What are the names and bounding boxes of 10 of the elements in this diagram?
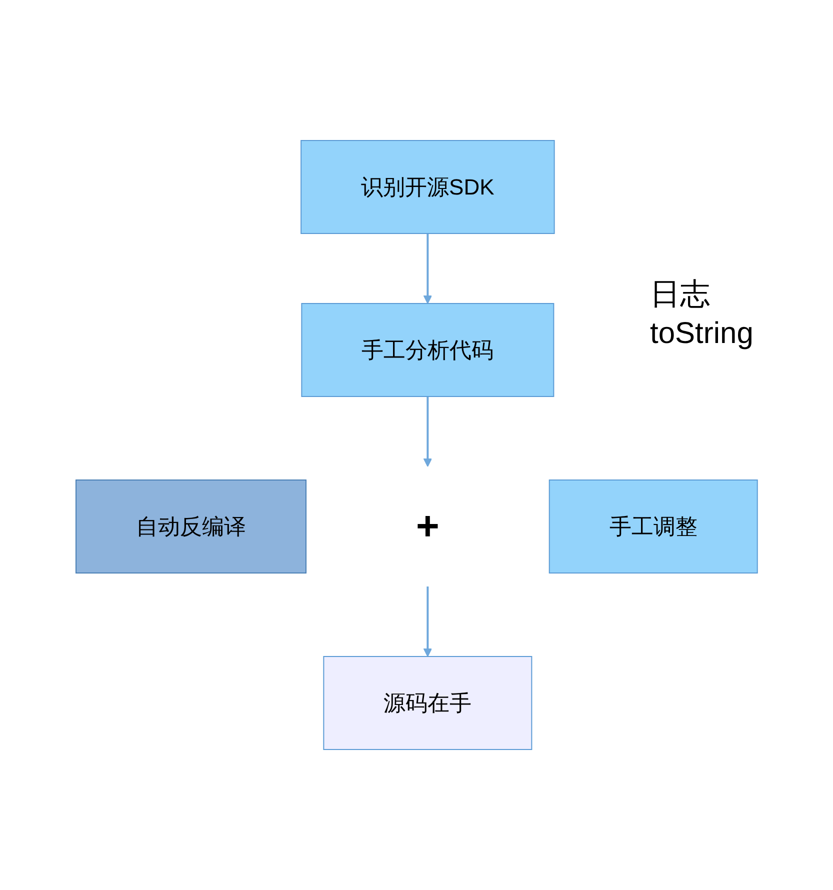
node-box: 手工分析代码 <box>301 303 554 397</box>
node-box: 识别开源SDK <box>300 140 555 234</box>
arrow <box>423 234 432 304</box>
note-text: 日志 toString <box>650 277 754 352</box>
arrow <box>423 396 432 467</box>
node-box: 手工调整 <box>548 480 758 574</box>
node-box: 自动反编译 <box>75 480 306 574</box>
node-box: 源码在手 <box>323 656 532 750</box>
arrow <box>423 586 432 657</box>
node-text: + <box>416 504 440 548</box>
